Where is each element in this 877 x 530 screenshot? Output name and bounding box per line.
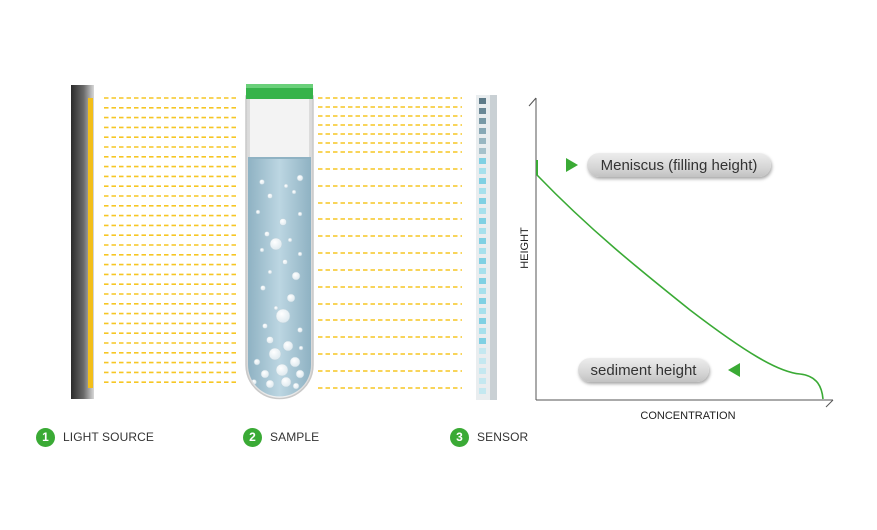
bubble (287, 237, 293, 243)
bubble (264, 231, 270, 237)
sensor-pixel (479, 278, 486, 284)
sensor-pixel (479, 288, 486, 294)
sensor-pixel (479, 108, 486, 114)
bubble (297, 211, 303, 217)
sensor-pixel (479, 158, 486, 164)
sensor-pixel (479, 308, 486, 314)
sensor-pixel (479, 228, 486, 234)
sensor-pixel (479, 378, 486, 384)
tube-cap-highlight (246, 84, 313, 88)
bubble (298, 345, 304, 351)
meniscus-callout: Meniscus (filling height) (587, 153, 771, 177)
sensor-pixel (479, 188, 486, 194)
legend-label: LIGHT SOURCE (63, 430, 154, 444)
sediment-callout: sediment height (578, 358, 709, 382)
legend-item-sensor: 3 SENSOR (450, 427, 528, 447)
light-source (71, 85, 94, 399)
light-rays-left (104, 97, 237, 384)
bubble (260, 285, 266, 291)
legend-label: SAMPLE (270, 430, 320, 444)
sensor-pixel (479, 268, 486, 274)
bubble (275, 308, 291, 324)
bubble (279, 218, 287, 226)
step-number-badge: 1 (36, 427, 55, 447)
bubble (292, 382, 300, 390)
height-concentration-graph: CONCENTRATION HEIGHT (519, 97, 834, 422)
bubble (296, 174, 304, 182)
bubble (259, 179, 265, 185)
y-axis-arrow (528, 97, 537, 107)
sensor-pixel (479, 128, 486, 134)
sensor-pixel (479, 248, 486, 254)
sensor-pixel (479, 218, 486, 224)
bubble (259, 247, 265, 253)
sensor (476, 95, 497, 400)
bubble (297, 327, 303, 333)
bubble (260, 369, 270, 379)
bubble (291, 189, 297, 195)
bubble (265, 379, 275, 389)
bubble (255, 209, 261, 215)
sensor-edge (490, 95, 497, 400)
legend-item-sample: 2 SAMPLE (243, 427, 319, 447)
x-axis-label: CONCENTRATION (640, 410, 735, 422)
sensor-pixel (479, 118, 486, 124)
bubble (282, 259, 288, 265)
sample-bubbles (251, 174, 305, 390)
meniscus-pointer-icon (566, 158, 578, 172)
bubble (266, 336, 274, 344)
bubble (280, 376, 292, 388)
bubble (273, 305, 279, 311)
sensor-pixel (479, 388, 486, 394)
x-axis-arrow (825, 399, 834, 408)
sensor-pixels (479, 98, 486, 394)
sensor-pixel (479, 198, 486, 204)
step-number-badge: 2 (243, 427, 262, 447)
sensor-pixel (479, 368, 486, 374)
sensor-pixel (479, 148, 486, 154)
sensor-pixel (479, 168, 486, 174)
sensor-pixel (479, 238, 486, 244)
bubble (268, 347, 282, 361)
legend-item-light-source: 1 LIGHT SOURCE (36, 427, 154, 447)
sensor-pixel (479, 338, 486, 344)
sediment-pointer-icon (728, 363, 740, 377)
sensor-pixel (479, 298, 486, 304)
sensor-pixel (479, 178, 486, 184)
sensor-pixel (479, 328, 486, 334)
tube-headspace (250, 98, 309, 158)
bubble (295, 369, 305, 379)
bubble (283, 183, 289, 189)
sensor-pixel (479, 258, 486, 264)
bubble (291, 271, 301, 281)
bubble (297, 251, 303, 257)
bubble (262, 323, 268, 329)
bubble (286, 293, 296, 303)
sensor-pixel (479, 98, 486, 104)
sensor-pixel (479, 358, 486, 364)
light-rays-right (318, 97, 462, 389)
bubble (282, 340, 294, 352)
concentration-curve (536, 174, 824, 400)
sensor-pixel (479, 208, 486, 214)
y-axis-label: HEIGHT (519, 227, 531, 269)
bubble (267, 193, 273, 199)
bubble (289, 356, 301, 368)
bubble (275, 363, 289, 377)
bubble (253, 358, 261, 366)
sample-tube (245, 84, 314, 400)
sensor-pixel (479, 348, 486, 354)
bubble (269, 237, 283, 251)
sensor-pixel (479, 138, 486, 144)
legend-label: SENSOR (477, 430, 529, 444)
step-number-badge: 3 (450, 427, 469, 447)
lamp-tube (88, 98, 93, 388)
sensor-pixel (479, 318, 486, 324)
bubble (267, 269, 273, 275)
